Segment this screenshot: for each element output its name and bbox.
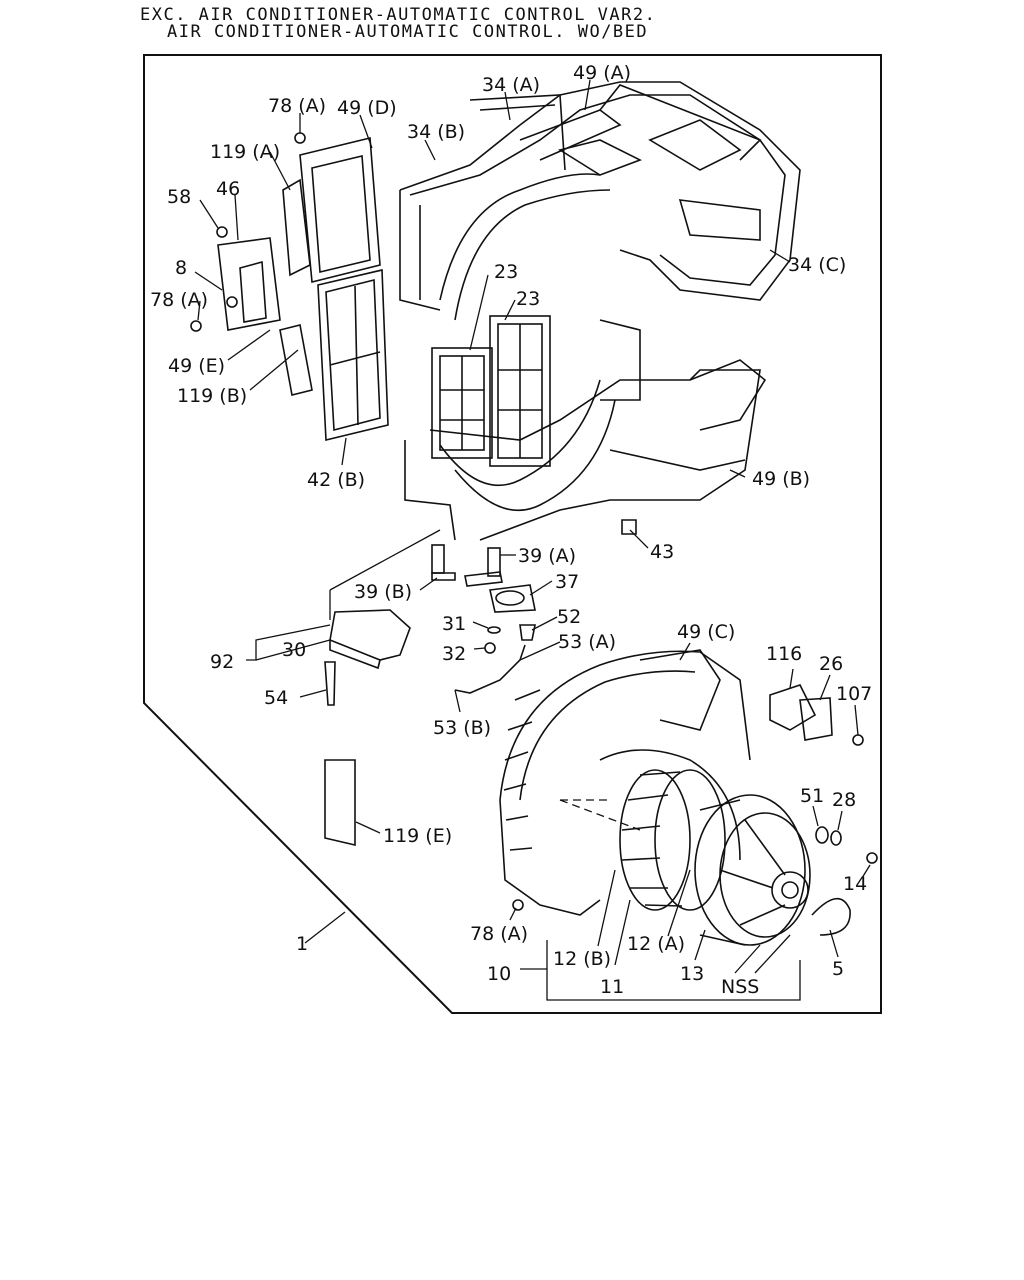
callout-49e: 49 (E) (168, 355, 225, 377)
callout-42b: 42 (B) (307, 469, 365, 491)
callout-8: 8 (175, 257, 187, 279)
callout-46: 46 (216, 178, 240, 200)
callout-43: 43 (650, 541, 674, 563)
callout-78a-bottom: 78 (A) (470, 923, 528, 945)
callout-53a: 53 (A) (558, 631, 616, 653)
callout-labels: 78 (A) 49 (D) 34 (A) 49 (A) 34 (B) 119 (… (150, 62, 872, 998)
callout-39b: 39 (B) (354, 581, 412, 603)
filters (431, 315, 551, 467)
callout-119e: 119 (E) (383, 825, 452, 847)
callout-78a-top: 78 (A) (268, 95, 326, 117)
callout-37: 37 (555, 571, 579, 593)
callout-28: 28 (832, 789, 856, 811)
callout-nss: NSS (721, 976, 759, 998)
callout-54: 54 (264, 687, 288, 709)
leader-lines (194, 79, 871, 1001)
callout-92: 92 (210, 651, 234, 673)
parts-drawing (190, 81, 878, 946)
header-line-1: EXC. AIR CONDITIONER-AUTOMATIC CONTROL V… (140, 5, 657, 25)
callout-52: 52 (557, 606, 581, 628)
callout-11: 11 (600, 976, 624, 998)
callout-34c: 34 (C) (788, 254, 846, 276)
callout-49b: 49 (B) (752, 468, 810, 490)
callout-49c: 49 (C) (677, 621, 735, 643)
callout-30: 30 (282, 639, 306, 661)
callout-119b: 119 (B) (177, 385, 247, 407)
callout-34b: 34 (B) (407, 121, 465, 143)
callout-12b: 12 (B) (553, 948, 611, 970)
blower-motor (694, 794, 811, 946)
fan-wheel (619, 769, 726, 911)
upper-housing (399, 81, 801, 321)
callout-34a: 34 (A) (482, 74, 540, 96)
small-parts (324, 519, 637, 706)
label-plate (324, 759, 356, 847)
blower-housing (499, 649, 751, 916)
callout-26: 26 (819, 653, 843, 675)
callout-49d: 49 (D) (337, 97, 397, 119)
cover-and-gaskets (217, 137, 389, 442)
callout-14: 14 (843, 873, 867, 895)
callout-12a: 12 (A) (627, 933, 685, 955)
callout-78a-left: 78 (A) (150, 289, 208, 311)
callout-107: 107 (836, 683, 872, 705)
header-line-2: AIR CONDITIONER-AUTOMATIC CONTROL. WO/BE… (167, 22, 649, 42)
callout-32: 32 (442, 643, 466, 665)
callout-5: 5 (832, 958, 844, 980)
callout-119a: 119 (A) (210, 141, 280, 163)
diagram-frame (143, 54, 882, 1014)
callout-23-a: 23 (494, 261, 518, 283)
callout-39a: 39 (A) (518, 545, 576, 567)
callout-53b: 53 (B) (433, 717, 491, 739)
callout-10: 10 (487, 963, 511, 985)
callout-49a: 49 (A) (573, 62, 631, 84)
lower-housing (404, 319, 767, 541)
callout-31: 31 (442, 613, 466, 635)
callout-116: 116 (766, 643, 802, 665)
callout-51: 51 (800, 785, 824, 807)
clips-washers (811, 826, 878, 936)
callout-23-b: 23 (516, 288, 540, 310)
callout-1: 1 (296, 933, 308, 955)
callout-13: 13 (680, 963, 704, 985)
callout-58: 58 (167, 186, 191, 208)
